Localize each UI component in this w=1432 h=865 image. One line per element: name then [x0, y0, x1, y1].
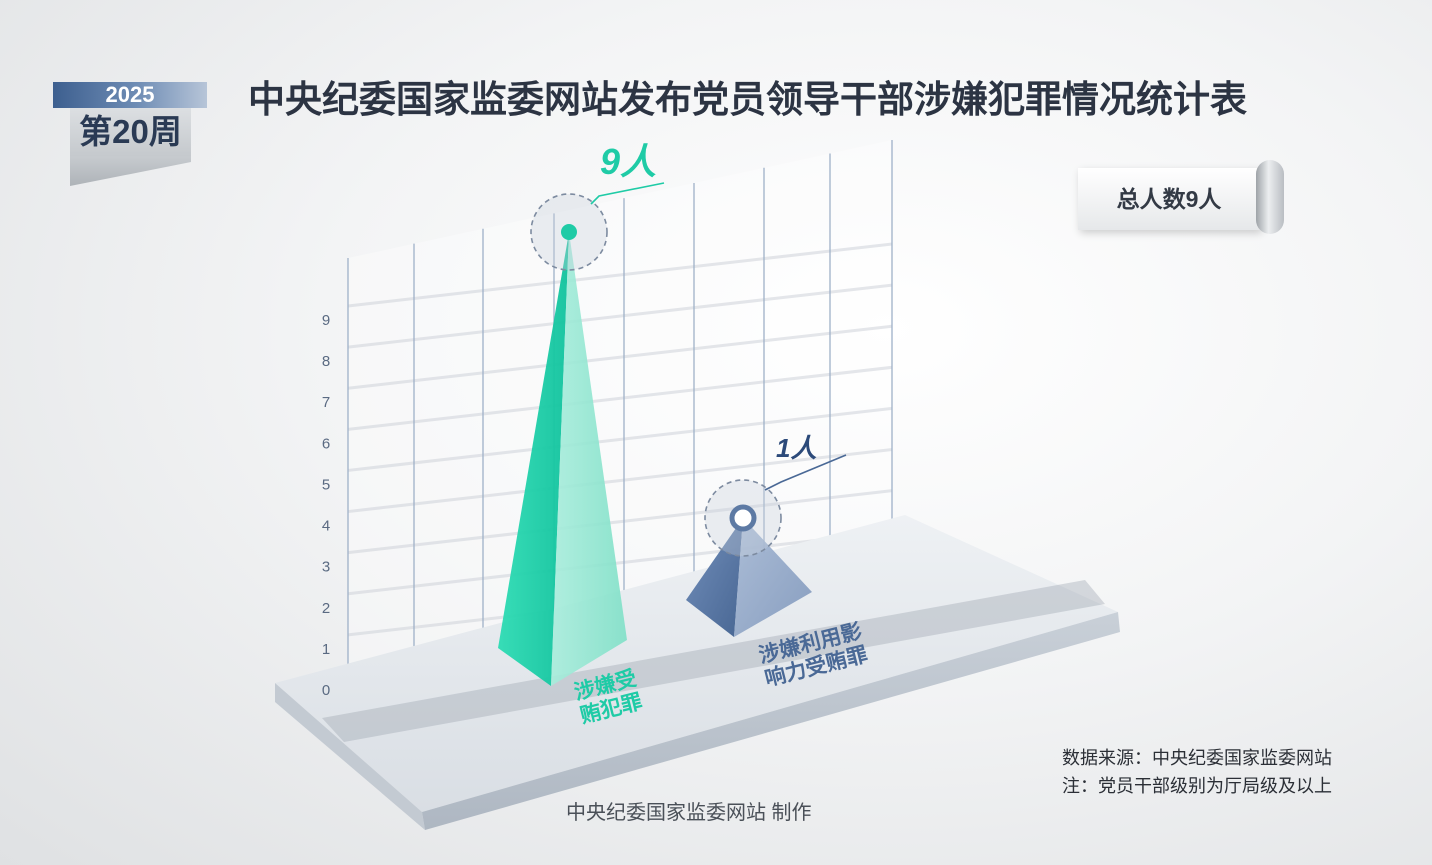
footer-maker: 中央纪委国家监委网站 制作 — [566, 802, 812, 824]
callout-leader-line — [590, 182, 665, 205]
page-title: 中央纪委国家监委网站发布党员领导干部涉嫌犯罪情况统计表 — [248, 79, 1247, 120]
y-tick-label: 3 — [322, 559, 330, 576]
pyramid-bar-right-face — [551, 232, 627, 686]
y-tick-label: 1 — [322, 641, 330, 658]
pyramid-bar-left-face — [498, 232, 569, 686]
scroll-roll-decoration — [1256, 160, 1284, 234]
callout-leader-line — [764, 454, 847, 491]
gridline — [347, 530, 893, 596]
gridline — [347, 365, 893, 431]
base-platform-top — [275, 515, 1118, 812]
y-tick-label: 7 — [322, 394, 330, 411]
y-tick-label: 2 — [322, 600, 330, 617]
value-label: 1人 — [776, 433, 816, 463]
base-platform-front — [422, 612, 1120, 830]
footer-note: 注：党员干部级别为厅局级及以上 — [1062, 776, 1332, 797]
gridline — [347, 406, 893, 472]
gridline — [347, 324, 893, 390]
callout-dot — [729, 504, 757, 532]
gridline — [347, 283, 893, 349]
y-tick-label: 4 — [322, 518, 330, 535]
y-tick-label: 8 — [322, 353, 330, 370]
gridline — [347, 242, 893, 308]
total-count-badge: 总人数9人 — [1078, 168, 1260, 230]
pyramid-bar-right-face — [734, 518, 812, 637]
y-tick-label: 5 — [322, 476, 330, 493]
y-tick-label: 0 — [322, 682, 330, 699]
y-tick-label: 9 — [322, 312, 330, 329]
platform-shadow-band — [322, 580, 1105, 742]
gridline — [347, 448, 893, 514]
pyramid-bar-left-face — [686, 518, 743, 637]
footer-source: 数据来源：中央纪委国家监委网站 — [1062, 748, 1332, 769]
base-platform-side — [275, 683, 425, 830]
y-tick-label: 6 — [322, 435, 330, 452]
gridline — [347, 489, 893, 555]
week-badge: 第20周 — [70, 108, 191, 156]
callout-dot — [561, 224, 577, 240]
value-label: 9人 — [600, 141, 656, 182]
year-badge: 2025 — [53, 82, 207, 108]
